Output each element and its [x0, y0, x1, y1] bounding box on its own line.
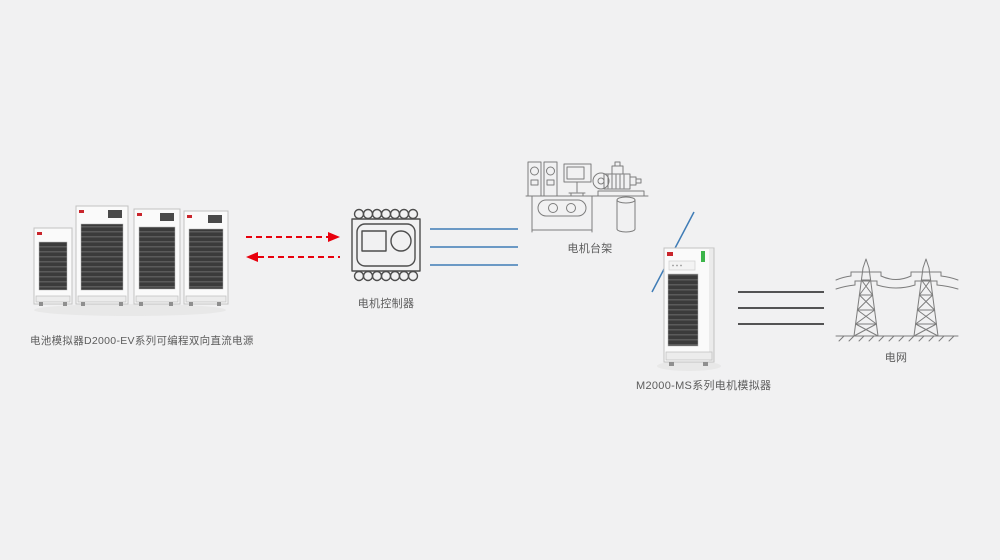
green-indicator: [701, 251, 705, 262]
arrow-right-head: [328, 232, 340, 242]
motor-simulator-label: M2000-MS系列电机模拟器: [636, 380, 772, 392]
black-grid-lines: [738, 291, 824, 325]
battery-simulator-racks-icon: [33, 205, 229, 316]
tower-1: [850, 258, 882, 337]
power-wires: [835, 275, 959, 290]
motor-test-bench-icon: [525, 161, 649, 233]
motor-controller-icon: [351, 208, 421, 282]
motor-controller-label: 电机控制器: [357, 298, 415, 310]
red-dashed-arrows: [246, 232, 340, 262]
ground-line: [835, 335, 959, 342]
blue-phase-lines: [430, 228, 518, 266]
battery-simulator-label: 电池模拟器D2000-EV系列可编程双向直流电源: [30, 335, 254, 347]
rack-cabinet-short: [33, 227, 73, 306]
motor-bench-label: 电机台架: [567, 243, 613, 255]
power-grid-label: 电网: [884, 352, 908, 364]
rack-cabinet-tall-2: [133, 208, 181, 306]
transmission-towers-icon: [835, 258, 959, 342]
tower-2: [910, 258, 942, 337]
motor-simulator-cabinet-icon: [657, 247, 721, 371]
arrow-left-head: [246, 252, 258, 262]
rack-cabinet-tall-3: [183, 210, 229, 306]
rack-cabinet-tall-1: [75, 205, 129, 306]
